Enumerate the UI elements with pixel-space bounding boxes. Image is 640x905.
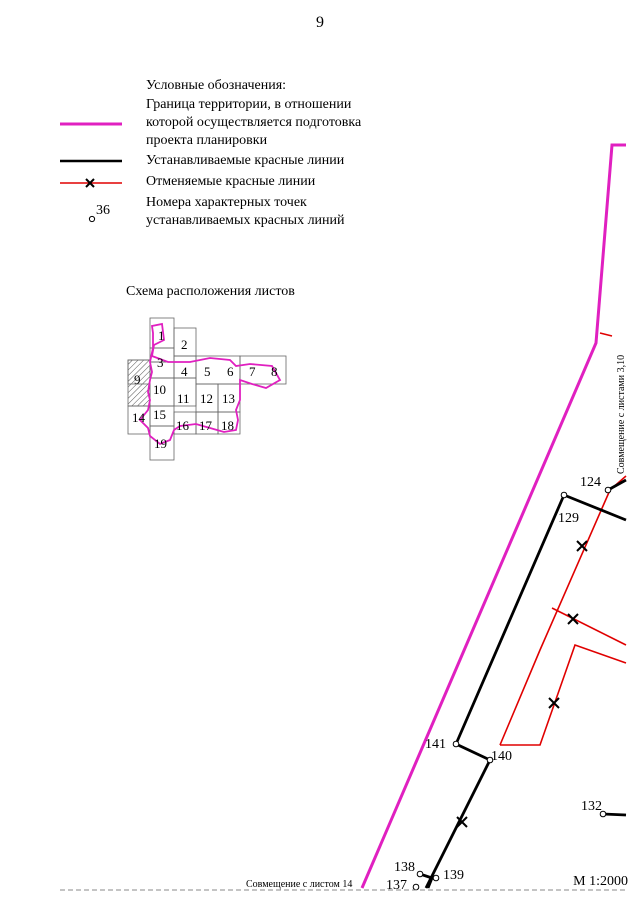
sheet-scheme	[127, 317, 287, 461]
legend-boundary-line-3: проекта планировки	[146, 133, 268, 148]
sheet-label: 10	[153, 382, 166, 397]
sheet-label: 6	[227, 364, 234, 379]
legend-cancelled-symbol	[60, 178, 122, 188]
sheet-label: 8	[271, 364, 278, 379]
legend-title: Условные обозначения:	[146, 78, 287, 93]
point-number: 129	[558, 511, 579, 526]
sheet-label: 4	[181, 364, 188, 379]
sheet-label: 13	[222, 391, 235, 406]
sheet-label: 3	[157, 355, 164, 370]
territory-boundary	[360, 143, 626, 889]
match-label-bottom: Совмещение с листом 14	[246, 879, 352, 890]
point-number: 139	[443, 868, 464, 883]
sheet-label: 7	[249, 364, 256, 379]
sheet-label: 16	[176, 418, 190, 433]
sheet-label: 18	[221, 418, 234, 433]
legend-point-example: 36	[96, 203, 110, 218]
sheet-label: 12	[200, 391, 213, 406]
characteristic-points	[412, 486, 612, 891]
sheet-label: 1	[158, 328, 165, 343]
legend-installed-text: Устанавливаемые красные линии	[146, 153, 345, 168]
sheet-label-current: 9	[134, 372, 141, 387]
legend-boundary-text: Граница территории, в отношении которой …	[146, 96, 361, 150]
legend-points-line-2: устанавливаемых красных линий	[146, 213, 345, 228]
sheet-label: 11	[177, 391, 190, 406]
point-number: 141	[425, 737, 446, 752]
point-number: 138	[394, 860, 415, 875]
scale-label: М 1:2000	[573, 874, 628, 889]
point-number: 137	[386, 878, 407, 893]
legend-cancelled-text: Отменяемые красные линии	[146, 174, 316, 189]
boundary-tick	[599, 332, 613, 337]
point-number: 132	[581, 799, 602, 814]
legend-point-symbol: 36	[88, 203, 110, 223]
page-number: 9	[316, 14, 324, 31]
scheme-boundary	[138, 322, 282, 446]
point-number: 140	[491, 749, 512, 764]
point-number: 124	[580, 475, 601, 490]
legend-boundary-line-2: которой осуществляется подготовка	[146, 115, 362, 130]
sheet-label: 17	[199, 418, 213, 433]
sheet-label: 5	[204, 364, 211, 379]
cancel-cross-marks	[456, 540, 588, 828]
sheet-label: 19	[154, 436, 167, 451]
scheme-title: Схема расположения листов	[126, 284, 295, 299]
match-label-top: Совмещение с листами 3,10	[616, 355, 627, 474]
legend-points-text: Номера характерных точек устанавливаемых…	[146, 194, 345, 230]
sheet-label: 15	[153, 407, 166, 422]
legend-points-line-1: Номера характерных точек	[146, 195, 307, 210]
legend-boundary-line-1: Граница территории, в отношении	[146, 97, 352, 112]
sheet-label: 2	[181, 337, 188, 352]
sheet-label: 14	[132, 410, 146, 425]
